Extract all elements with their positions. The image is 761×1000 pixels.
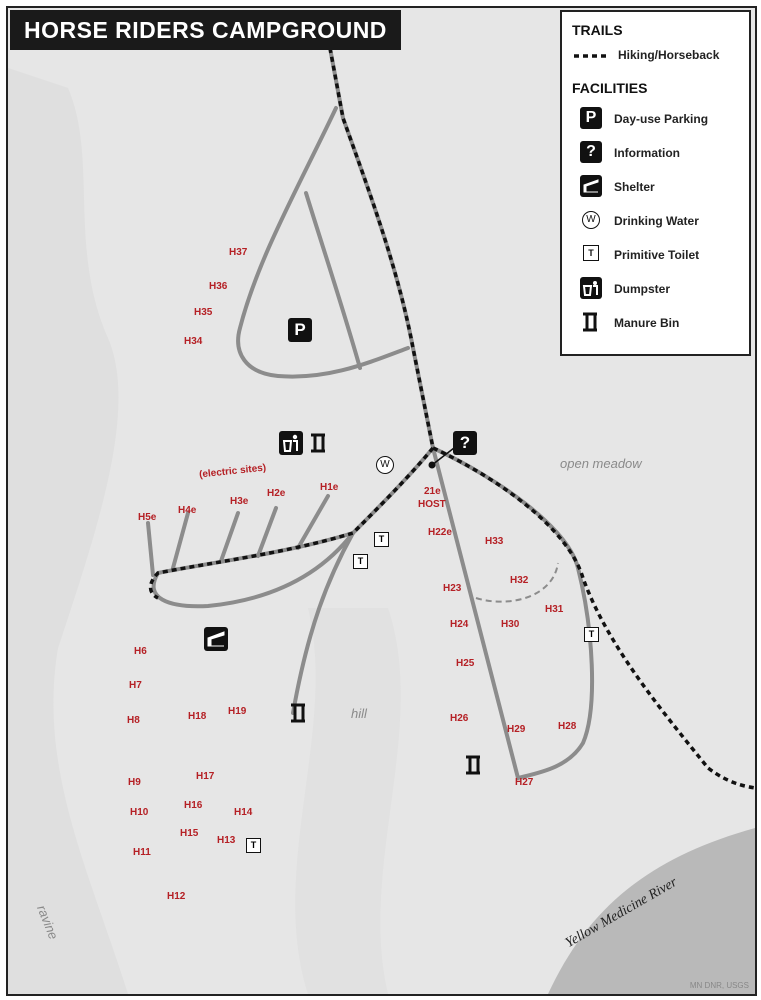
site-label: H3e	[230, 496, 249, 507]
legend-item-label: Information	[614, 146, 680, 160]
site-label: H15	[180, 828, 199, 839]
site-label: H4e	[178, 505, 197, 516]
drinking-water-icon: W	[582, 211, 600, 229]
site-label: H30	[501, 619, 520, 630]
site-label: H1e	[320, 482, 339, 493]
manure-bin-icon	[583, 312, 597, 332]
legend-trails-heading: TRAILS	[572, 22, 623, 38]
legend-item-label: Drinking Water	[614, 214, 699, 228]
hill-label: hill	[351, 706, 367, 721]
map-title: HORSE RIDERS CAMPGROUND	[10, 10, 401, 50]
site-label: H32	[510, 575, 529, 586]
toilet-icon: T	[246, 838, 261, 853]
site-label: H18	[188, 711, 207, 722]
site-label: H22e	[428, 527, 452, 538]
site-label: H34	[184, 336, 203, 347]
information-icon: ?	[580, 141, 602, 163]
site-label: H35	[194, 307, 213, 318]
parking-icon: P	[580, 107, 602, 129]
toilet-icon: T	[583, 245, 599, 261]
site-label: H25	[456, 658, 475, 669]
legend-item-label: Day-use Parking	[614, 112, 709, 126]
manure-bin-icon	[291, 703, 305, 723]
map-credit: MN DNR, USGS	[689, 981, 749, 990]
site-label: 21e	[424, 486, 441, 497]
legend-facilities-heading: FACILITIES	[572, 80, 648, 96]
site-label: H5e	[138, 512, 157, 523]
site-label: H10	[130, 807, 149, 818]
legend-trail-label: Hiking/Horseback	[618, 48, 720, 62]
site-label: H33	[485, 536, 504, 547]
map-canvas	[8, 46, 755, 994]
drinking-water-icon: W	[376, 456, 394, 474]
legend-item-label: Primitive Toilet	[614, 248, 700, 262]
site-label: H2e	[267, 488, 286, 499]
site-label: H12	[167, 891, 186, 902]
site-label: H19	[228, 706, 247, 717]
site-label: H9	[128, 777, 141, 788]
site-label: H16	[184, 800, 203, 811]
site-label: H23	[443, 583, 462, 594]
information-icon: ?	[453, 431, 477, 455]
site-label: H13	[217, 835, 236, 846]
dumpster-icon	[279, 431, 303, 455]
river-shape	[548, 828, 755, 994]
site-label: H37	[229, 247, 248, 258]
site-label: H31	[545, 604, 564, 615]
legend-item-label: Shelter	[614, 180, 655, 194]
site-label: HOST	[418, 499, 446, 510]
manure-bin-icon	[311, 433, 325, 453]
toilet-icon: T	[584, 627, 599, 642]
site-label: H14	[234, 807, 253, 818]
trail-dash-icon	[574, 54, 610, 58]
legend-item-label: Dumpster	[614, 282, 671, 296]
site-label: H26	[450, 713, 469, 724]
toilet-icon: T	[374, 532, 389, 547]
site-label: H11	[133, 847, 151, 858]
site-label: H36	[209, 281, 228, 292]
legend-panel: TRAILS Hiking/Horseback FACILITIES P Day…	[560, 10, 751, 356]
map-frame: HORSE RIDERS CAMPGROUND TRAILS Hiking/Ho…	[6, 6, 757, 996]
dumpster-icon	[580, 277, 602, 299]
parking-icon: P	[288, 318, 312, 342]
hiking-trail	[148, 47, 755, 790]
toilet-icon: T	[353, 554, 368, 569]
site-label: H8	[127, 715, 140, 726]
site-label: H24	[450, 619, 469, 630]
site-label: H6	[134, 646, 147, 657]
site-label: H29	[507, 724, 526, 735]
shelter-icon	[580, 175, 602, 197]
shelter-icon	[204, 627, 228, 651]
legend-item-label: Manure Bin	[614, 316, 680, 330]
site-label: H17	[196, 771, 215, 782]
site-label: H7	[129, 680, 142, 691]
manure-bin-icon	[466, 755, 480, 775]
site-label: H28	[558, 721, 577, 732]
meadow-label: open meadow	[560, 456, 642, 471]
site-label: H27	[515, 777, 534, 788]
